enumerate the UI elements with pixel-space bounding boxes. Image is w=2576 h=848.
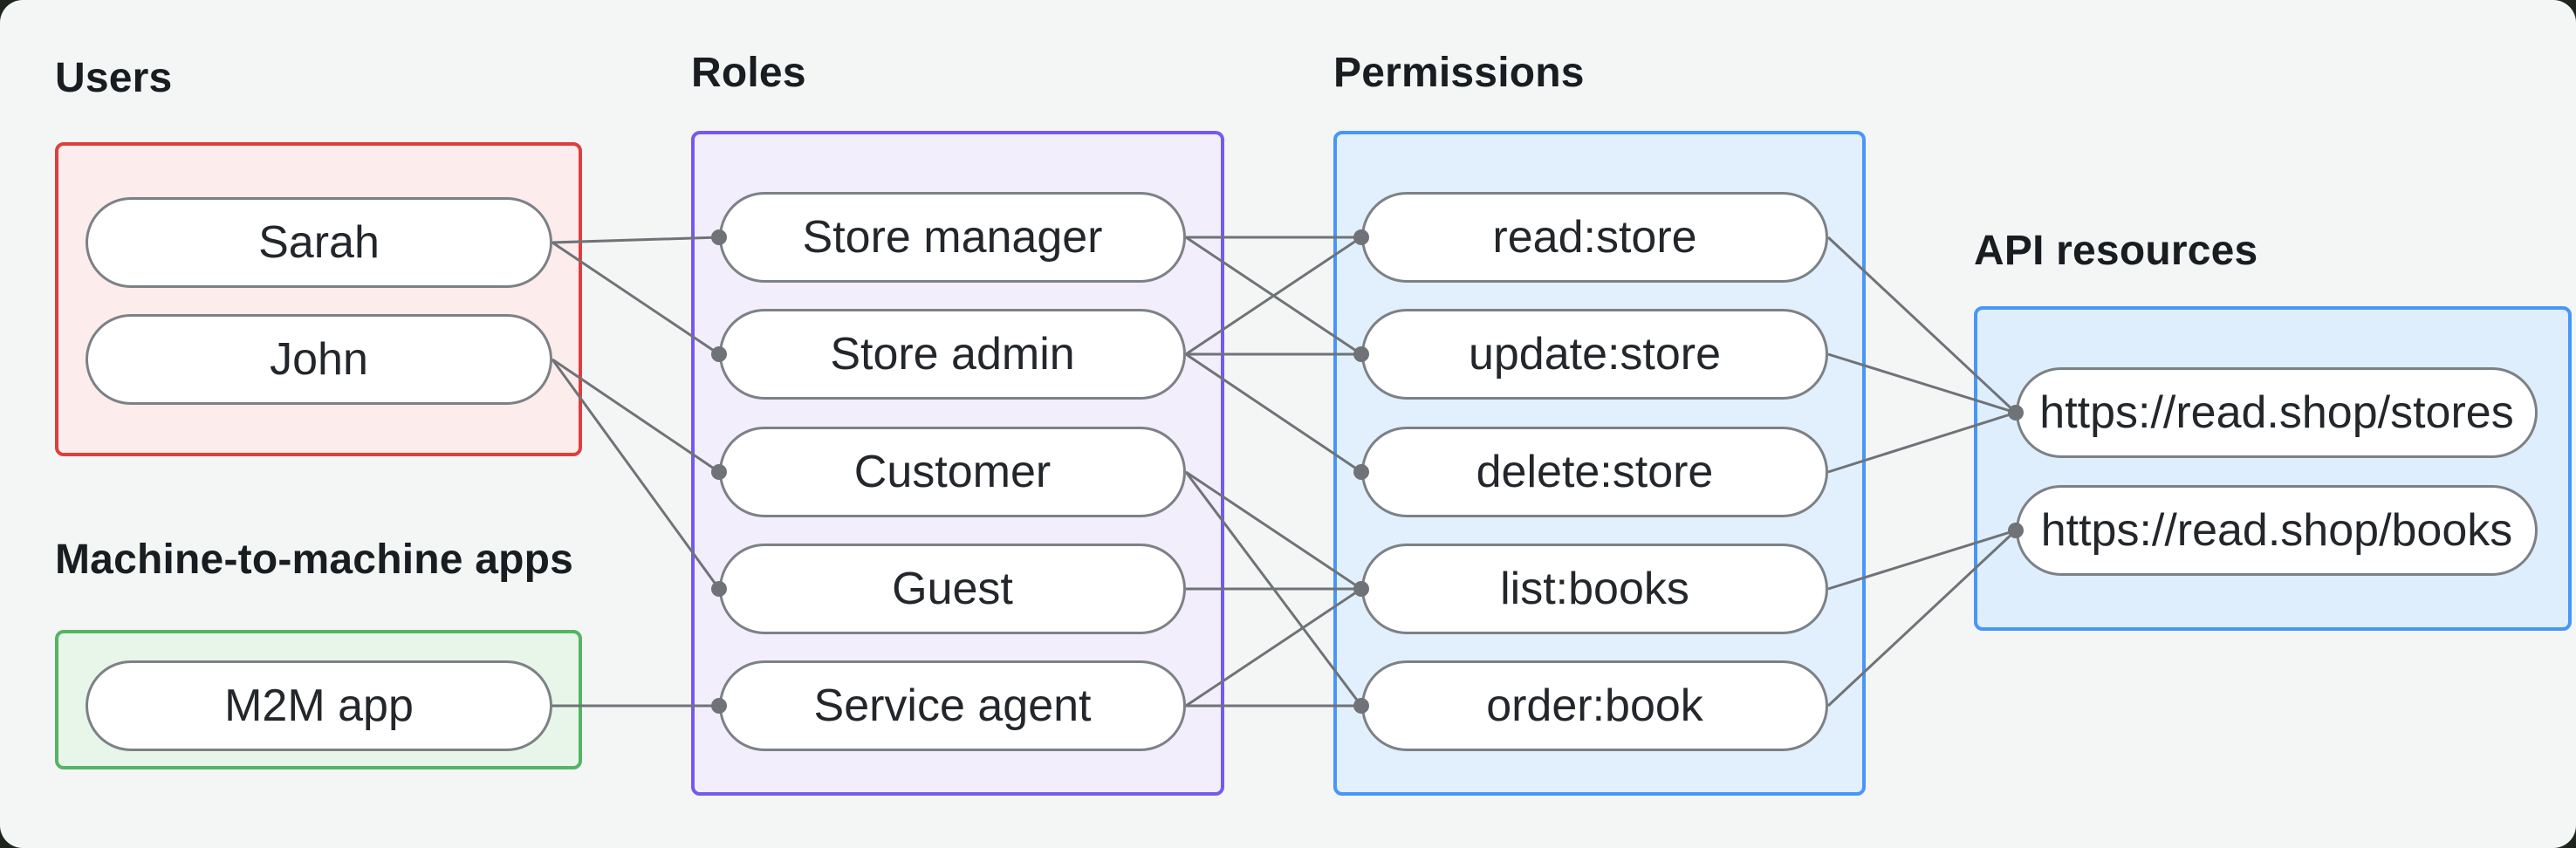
node-books: https://read.shop/books bbox=[2016, 485, 2538, 576]
roles-group-label: Roles bbox=[691, 50, 806, 96]
users-group-box bbox=[55, 142, 582, 456]
m2m-group-label: Machine-to-machine apps bbox=[55, 537, 574, 583]
node-order_book: order:book bbox=[1361, 660, 1828, 751]
node-list_books: list:books bbox=[1361, 544, 1828, 634]
users-group-label: Users bbox=[55, 55, 173, 101]
node-store_admin: Store admin bbox=[719, 309, 1186, 400]
node-john: John bbox=[86, 314, 552, 405]
node-customer: Customer bbox=[719, 427, 1186, 517]
permissions-group-label: Permissions bbox=[1333, 50, 1585, 96]
node-read_store: read:store bbox=[1361, 192, 1828, 283]
resources-group-box bbox=[1974, 306, 2572, 631]
node-sarah: Sarah bbox=[86, 197, 552, 288]
node-stores: https://read.shop/stores bbox=[2016, 367, 2538, 458]
node-m2m_app: M2M app bbox=[86, 660, 552, 751]
node-guest: Guest bbox=[719, 544, 1186, 634]
node-delete_store: delete:store bbox=[1361, 427, 1828, 517]
resources-group-label: API resources bbox=[1974, 228, 2258, 274]
node-store_manager: Store manager bbox=[719, 192, 1186, 283]
node-service_agent: Service agent bbox=[719, 660, 1186, 751]
node-update_store: update:store bbox=[1361, 309, 1828, 400]
